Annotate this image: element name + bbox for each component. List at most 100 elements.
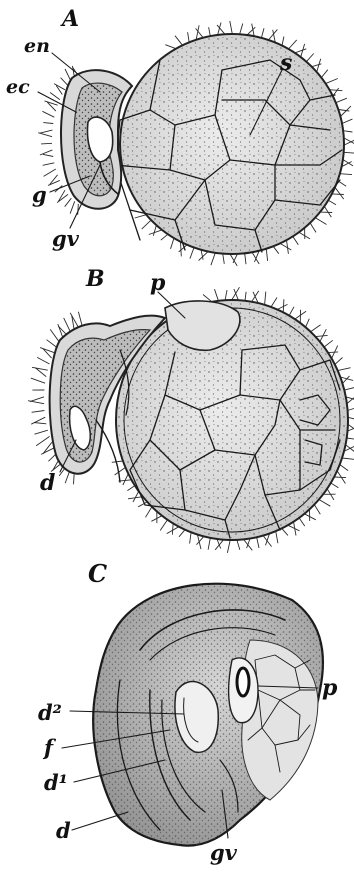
ciliaB-hair [70, 313, 78, 327]
ciliaA-hair [289, 40, 297, 49]
ciliaB-hair [50, 329, 60, 342]
ciliaA-hair [190, 248, 194, 259]
ciliaB-hair [324, 340, 333, 347]
ciliaB-hair [115, 467, 126, 475]
panel-b-label: B [85, 266, 105, 292]
ciliaA-hair [261, 28, 264, 38]
panel-a-label-s: s [279, 50, 292, 76]
panel-b-label-d: d [40, 470, 55, 496]
ciliaA-hair [61, 78, 68, 86]
ciliaB-hair [227, 540, 230, 553]
ciliaB-hair [271, 298, 277, 308]
ciliaA-hair [340, 174, 352, 175]
ciliaB-hair [288, 525, 300, 531]
ciliaA-hair [78, 204, 79, 215]
ciliaA-hair [335, 187, 344, 199]
ciliaB-hair [32, 411, 45, 413]
panel-a: A [6, 6, 354, 266]
ciliaA-hair [282, 37, 284, 46]
panel-c-label: C [88, 559, 107, 588]
ciliaB-hair [36, 436, 49, 445]
panel-a-label-gv: gv [52, 226, 80, 251]
ciliaB-hair [311, 325, 321, 332]
ciliaA-hair [70, 201, 75, 213]
ciliaA-hair [310, 223, 316, 233]
ciliaB-hair [47, 340, 57, 348]
ciliaB-hair [331, 483, 339, 488]
ciliaB-hair [208, 538, 210, 550]
ciliaB-hair [78, 312, 82, 326]
ciliaA-hair [57, 194, 68, 202]
ciliaB-hair [338, 368, 351, 371]
ciliaB-hair [112, 461, 123, 462]
ciliaA-hair [273, 246, 279, 253]
ciliaA-hair [175, 36, 183, 46]
ciliaA-hair [179, 245, 187, 252]
ciliaB-hair [43, 442, 52, 454]
ciliaB-hair [315, 335, 327, 336]
ciliaA-hair [142, 220, 151, 229]
ciliaB-hair [123, 474, 128, 485]
ciliaB-hair [245, 292, 246, 301]
ciliaA-hair [312, 64, 322, 67]
panel-b-label-p: p [150, 270, 166, 296]
ciliaB-hair [37, 357, 49, 364]
panel-a-label-ec: ec [6, 76, 30, 98]
panel-a-label: A [60, 6, 79, 32]
panel-c-label-gv: gv [210, 840, 238, 865]
ciliaA-hair [211, 253, 215, 265]
ciliaB-hair [314, 505, 320, 515]
panel-c-label-d2: d² [38, 700, 62, 725]
ciliaA-hair [43, 123, 53, 124]
ciliaB-hair [225, 290, 227, 300]
ciliaB-hair [344, 387, 354, 390]
ciliaB-hair [40, 348, 54, 353]
ciliaA-hair [48, 180, 60, 185]
ciliaA-hair [209, 27, 211, 36]
panel-c-label-p: p [322, 675, 338, 701]
ciliaA-hair [293, 236, 299, 244]
ciliaB-hair [265, 292, 266, 305]
ciliaB-hair [282, 528, 288, 535]
ciliaA-hair [65, 198, 72, 207]
ciliaB-hair [277, 304, 287, 309]
ciliaB-hair [343, 376, 350, 384]
ciliaB-hair [340, 465, 348, 471]
panel-b: B [28, 266, 354, 553]
ciliaA-hair [332, 194, 344, 195]
ciliaB-hair [34, 423, 46, 424]
ciliaA-hair [344, 152, 354, 153]
ciliaA-hair [295, 49, 307, 53]
ciliaB-hair [133, 491, 139, 502]
ciliaA-hair [42, 111, 54, 117]
ciliaB-hair [190, 532, 192, 543]
ciliaB-hair [160, 520, 167, 531]
ciliaA-hair [326, 79, 338, 84]
ciliaA-hair [223, 254, 225, 264]
ciliaB-hair [335, 358, 343, 365]
ciliaB-hair [334, 477, 346, 478]
ciliaB-hair [263, 536, 272, 547]
ciliaA-hair [181, 242, 182, 257]
ciliaB-hair [347, 438, 354, 440]
ciliaB-hair [58, 326, 66, 334]
panel-c-label-f: f [42, 735, 57, 760]
ciliaB-hair [276, 531, 278, 543]
ciliaB-hair [197, 535, 201, 550]
ciliaA-hair [233, 254, 237, 263]
ciliaA-hair [171, 238, 175, 249]
ciliaA-hair [342, 119, 352, 123]
ciliaA-hair [328, 200, 336, 205]
ciliaA-hair [135, 215, 147, 218]
ciliaB-hair [244, 539, 253, 550]
panel-c: C [38, 559, 338, 865]
ciliaA-hair [280, 243, 291, 250]
ciliaA-hair [306, 54, 313, 62]
ciliaA-hair [43, 154, 53, 156]
ciliaA-hair [165, 45, 176, 49]
ciliaB-hair [328, 352, 338, 353]
ciliaA-hair [343, 131, 352, 132]
ciliaB-hair [30, 397, 44, 402]
ciliaB-hair [342, 458, 354, 459]
ciliaB-hair [299, 518, 305, 526]
